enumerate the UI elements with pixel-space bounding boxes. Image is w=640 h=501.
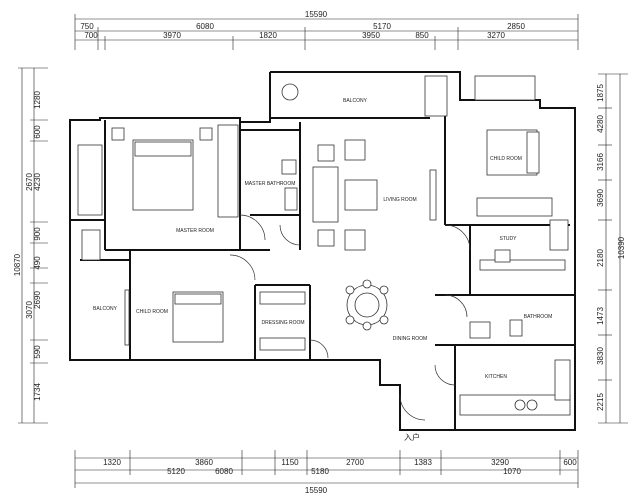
dim-right-8: 2215 <box>596 393 605 411</box>
dim-bot-3: 1150 <box>281 458 299 467</box>
furniture <box>77 75 571 416</box>
dim-left-1: 1280 <box>33 91 42 109</box>
room-labels: BALCONY MASTER ROOM MASTER BATHROOM LIVI… <box>93 98 552 442</box>
dim-left-7: 2690 <box>33 291 42 309</box>
dim-top-4: 2850 <box>507 22 525 31</box>
walls <box>69 71 576 431</box>
coffee-table <box>344 179 378 211</box>
dim-top-r2-6: 3270 <box>487 31 505 40</box>
dim-bot-r2-2: 6080 <box>215 467 233 476</box>
room-label-dining: DINING ROOM <box>393 336 427 342</box>
dim-top-r2-2: 3970 <box>163 31 181 40</box>
room-label-balcony-left: BALCONY <box>93 306 118 312</box>
dim-right-4: 3690 <box>596 189 605 207</box>
stove <box>514 399 526 411</box>
left-dimensions: 1280 600 4230 2670 900 490 2690 3070 590… <box>13 67 48 424</box>
dim-bot-r2-4: 1070 <box>503 467 521 476</box>
dim-top-total: 15590 <box>305 10 328 19</box>
bottom-dimensions: 1320 3860 1150 2700 1383 3290 600 5120 6… <box>74 450 579 495</box>
dim-top-3: 5170 <box>373 22 391 31</box>
dim-bot-7: 600 <box>563 458 577 467</box>
dim-top-r2-3: 1820 <box>259 31 277 40</box>
wardrobe <box>77 144 103 216</box>
entrance-label: 入户 <box>404 432 420 442</box>
dim-left-5: 900 <box>33 227 42 241</box>
room-label-master-bath: MASTER BATHROOM <box>245 181 296 187</box>
dim-bot-4: 2700 <box>346 458 364 467</box>
dim-bot-5: 1383 <box>414 458 432 467</box>
dim-left-6: 490 <box>33 256 42 270</box>
dim-left-total: 10870 <box>13 253 22 276</box>
room-label-master: MASTER ROOM <box>176 228 214 234</box>
top-dimensions: 15590 750 6080 5170 2850 700 3970 1820 3… <box>74 10 579 50</box>
dim-right-7: 3830 <box>596 347 605 365</box>
bathtub <box>549 219 569 251</box>
dim-right-5: 2180 <box>596 249 605 267</box>
dim-right-1: 1875 <box>596 84 605 102</box>
dim-left-8: 3070 <box>25 301 34 319</box>
dim-left-10: 1734 <box>33 383 42 401</box>
room-label-bathroom: BATHROOM <box>524 314 553 320</box>
dim-right-2: 4280 <box>596 115 605 133</box>
room-label-living: LIVING ROOM <box>383 197 416 203</box>
dim-left-9: 590 <box>33 345 42 359</box>
plant <box>281 83 299 101</box>
dim-right-total: 10390 <box>617 236 626 259</box>
dim-top-1: 750 <box>80 22 94 31</box>
room-label-dressing: DRESSING ROOM <box>261 320 304 326</box>
dim-bot-6: 3290 <box>491 458 509 467</box>
wardrobe <box>217 124 239 218</box>
dim-left-4: 2670 <box>25 173 34 191</box>
toilet <box>281 159 297 175</box>
dim-left-3: 4230 <box>33 173 42 191</box>
dim-bot-r2-1: 5120 <box>167 467 185 476</box>
room-label-child-right: CHILD ROOM <box>490 156 522 162</box>
doors <box>229 214 471 421</box>
dim-right-3: 3166 <box>596 153 605 171</box>
room-label-child: CHILD ROOM <box>136 309 168 315</box>
dim-top-2: 6080 <box>196 22 214 31</box>
room-label-study: STUDY <box>500 236 518 242</box>
dim-top-r2-1: 700 <box>84 31 98 40</box>
dim-bot-total: 15590 <box>305 486 328 495</box>
dim-top-r2-5: 850 <box>415 31 429 40</box>
dim-left-2: 600 <box>33 125 42 139</box>
room-label-balcony-top: BALCONY <box>343 98 368 104</box>
right-dimensions: 1875 4280 3166 3690 2180 1473 3830 2215 … <box>596 73 628 424</box>
sofa <box>312 166 339 223</box>
dim-bot-r2-3: 5180 <box>311 467 329 476</box>
dim-right-6: 1473 <box>596 307 605 325</box>
room-label-kitchen: KITCHEN <box>485 374 507 380</box>
dim-bot-2: 3860 <box>195 458 213 467</box>
dim-bot-1: 1320 <box>103 458 121 467</box>
dim-top-r2-4: 3950 <box>362 31 380 40</box>
